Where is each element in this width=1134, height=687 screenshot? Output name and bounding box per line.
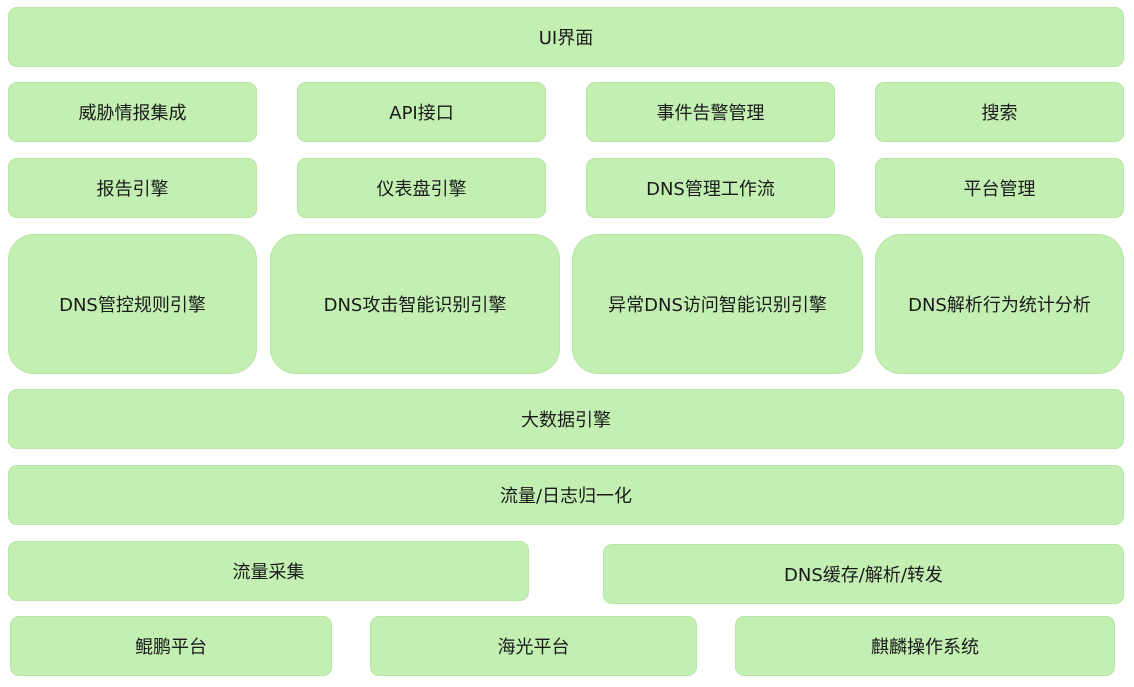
platform-mgmt-label: 平台管理	[963, 179, 1036, 200]
event-alert-label: 事件告警管理	[656, 103, 765, 124]
report-engine-label: 报告引擎	[96, 179, 169, 200]
api-label: API接口	[389, 103, 454, 124]
api-box: API接口	[297, 82, 546, 142]
threat-intel-label: 威胁情报集成	[78, 103, 187, 124]
abnormal-dns-engine-box: 异常DNS访问智能识别引擎	[572, 234, 863, 374]
bigdata-engine-box: 大数据引擎	[8, 389, 1124, 449]
dns-rule-engine-box: DNS管控规则引擎	[8, 234, 257, 374]
event-alert-box: 事件告警管理	[586, 82, 835, 142]
dns-workflow-label: DNS管理工作流	[646, 179, 775, 200]
normalize-box: 流量/日志归一化	[8, 465, 1124, 525]
dns-analytics-label: DNS解析行为统计分析	[908, 295, 1091, 316]
search-label: 搜索	[981, 103, 1018, 124]
ui-layer-label: UI界面	[538, 28, 594, 49]
traffic-collect-label: 流量采集	[232, 562, 305, 583]
hygon-platform-box: 海光平台	[370, 616, 697, 676]
dns-attack-engine-label: DNS攻击智能识别引擎	[323, 295, 507, 316]
kylin-os-label: 麒麟操作系统	[871, 637, 979, 658]
dns-workflow-box: DNS管理工作流	[586, 158, 835, 218]
platform-mgmt-box: 平台管理	[875, 158, 1124, 218]
dns-cache-label: DNS缓存/解析/转发	[784, 565, 943, 586]
kunpeng-platform-box: 鲲鹏平台	[10, 616, 332, 676]
kylin-os-box: 麒麟操作系统	[735, 616, 1115, 676]
dashboard-engine-label: 仪表盘引擎	[376, 179, 467, 200]
bigdata-engine-label: 大数据引擎	[521, 410, 611, 431]
dns-attack-engine-box: DNS攻击智能识别引擎	[270, 234, 560, 374]
threat-intel-box: 威胁情报集成	[8, 82, 257, 142]
dns-cache-box: DNS缓存/解析/转发	[603, 544, 1124, 604]
dns-analytics-box: DNS解析行为统计分析	[875, 234, 1124, 374]
traffic-collect-box: 流量采集	[8, 541, 529, 601]
report-engine-box: 报告引擎	[8, 158, 257, 218]
hygon-platform-label: 海光平台	[497, 637, 570, 658]
normalize-label: 流量/日志归一化	[499, 486, 633, 507]
kunpeng-platform-label: 鲲鹏平台	[135, 637, 207, 658]
abnormal-dns-engine-label: 异常DNS访问智能识别引擎	[608, 295, 827, 316]
dns-rule-engine-label: DNS管控规则引擎	[59, 295, 206, 316]
ui-layer-box: UI界面	[8, 7, 1124, 67]
dashboard-engine-box: 仪表盘引擎	[297, 158, 546, 218]
search-box: 搜索	[875, 82, 1124, 142]
